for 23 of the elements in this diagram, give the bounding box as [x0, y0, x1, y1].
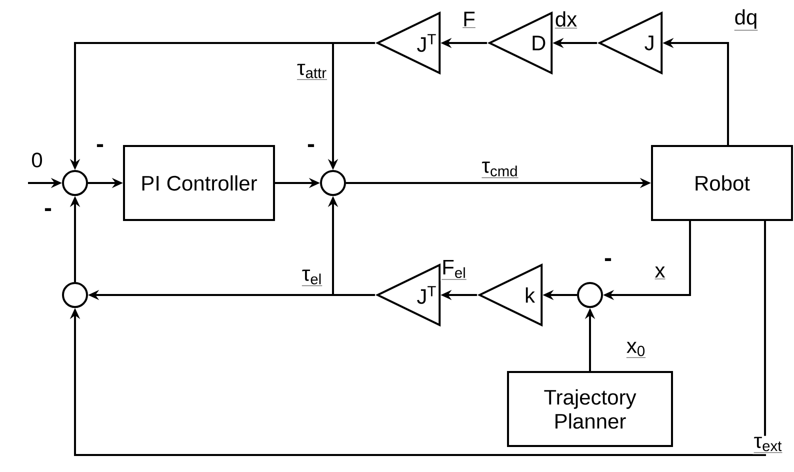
arrow	[70, 221, 766, 456]
edge-label: dq	[733, 8, 759, 32]
summing-junction	[62, 170, 88, 196]
sign-label: -	[308, 144, 314, 148]
edge-label: τ$_{attr}$	[296, 62, 328, 82]
process-box: Trajectory Planner	[507, 371, 673, 447]
process-box: PI Controller	[123, 145, 275, 221]
edge-label: τ$_{cmd}$	[480, 160, 520, 180]
edge-label: F$_{el}$	[440, 258, 468, 282]
edge-label: τ$_{el}$	[300, 268, 324, 288]
process-box: Robot	[651, 145, 793, 221]
edge-label: τ$_{ext}$	[752, 436, 784, 454]
summing-junction	[320, 170, 346, 196]
edge-label: x$_{0}$	[625, 340, 647, 360]
sign-label: -	[44, 208, 52, 212]
edge-label: F	[462, 10, 476, 30]
summing-junction	[62, 282, 88, 308]
edge-label: 0	[30, 152, 44, 168]
edge-label: x	[654, 265, 666, 281]
summing-junction	[577, 282, 603, 308]
sign-label: -	[604, 258, 612, 262]
sign-label: -	[96, 144, 104, 148]
edge-label: dx	[554, 10, 578, 30]
